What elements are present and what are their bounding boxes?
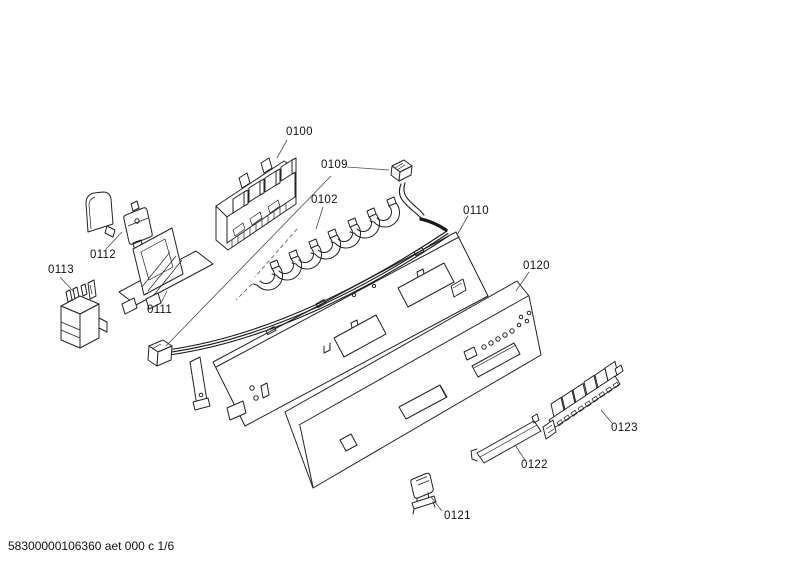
part-label-0110: 0110 — [463, 205, 489, 217]
module-pin-comb — [231, 204, 287, 247]
tooth-comb — [556, 381, 620, 427]
leader-lines — [59, 139, 613, 512]
part-label-0109: 0109 — [321, 159, 348, 171]
document-reference-footer: 58300000106360 aet 000 c 1/6 — [8, 539, 175, 553]
control-module-0100 — [215, 157, 297, 251]
fascia-panel-0120 — [284, 280, 542, 489]
part-label-0120: 0120 — [523, 260, 550, 272]
button-set-0123 — [542, 360, 624, 440]
cable-harness-0109 — [147, 159, 450, 367]
part-label-0113: 0113 — [48, 264, 74, 276]
module-relays — [232, 157, 297, 214]
projection-lines — [235, 228, 298, 301]
relay-0113 — [60, 279, 108, 349]
part-label-0100: 0100 — [286, 126, 313, 138]
part-label-0111: 0111 — [147, 304, 173, 316]
bracket-0111 — [118, 227, 214, 315]
button-0121 — [410, 472, 437, 515]
cover-and-switch-0112 — [85, 191, 153, 252]
part-label-0121: 0121 — [444, 510, 471, 522]
part-label-0102: 0102 — [311, 194, 338, 206]
part-label-0123: 0123 — [611, 422, 638, 434]
trim-strip-0122 — [470, 413, 542, 464]
part-label-0112: 0112 — [90, 249, 116, 261]
part-label-0122: 0122 — [521, 459, 548, 471]
